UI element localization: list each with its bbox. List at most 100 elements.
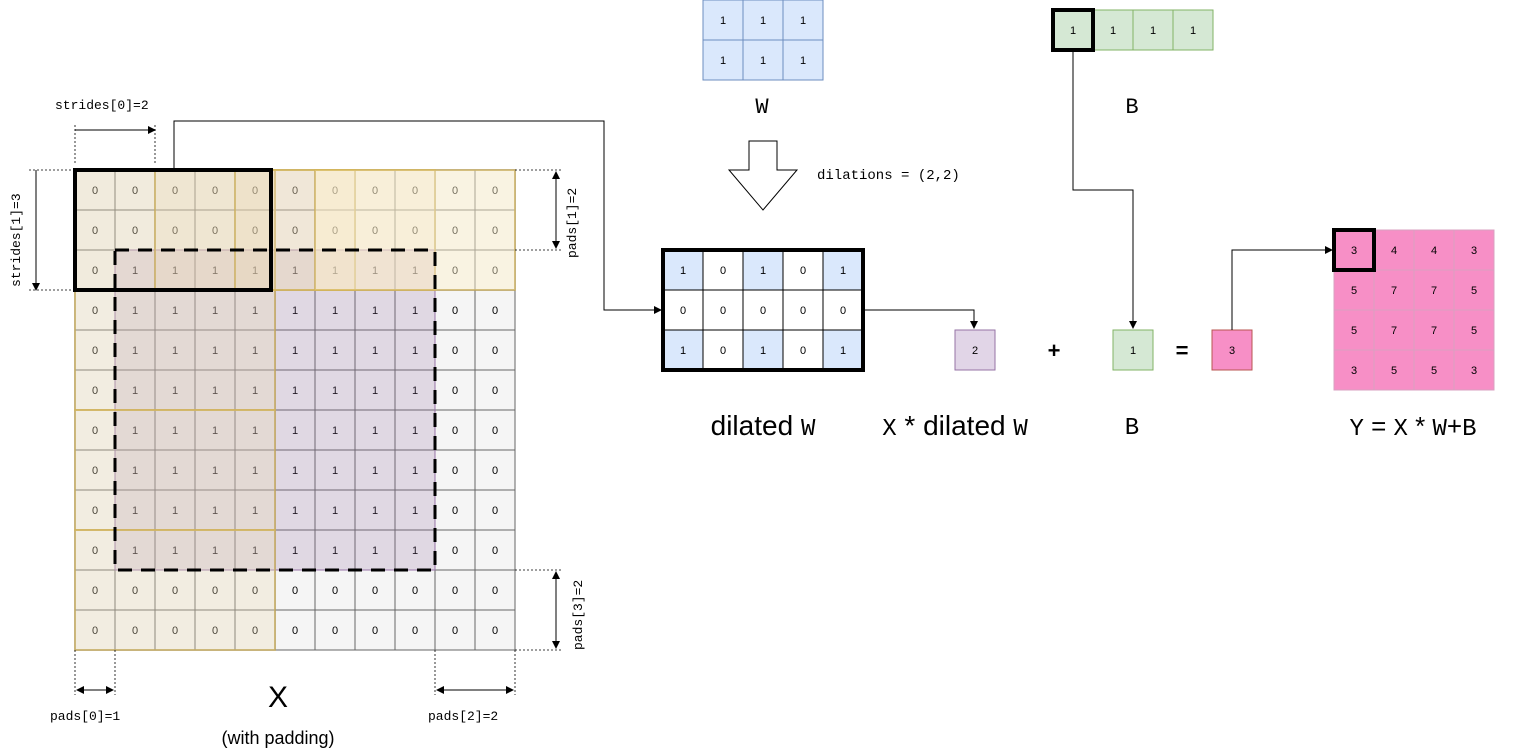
- w-cell-value: 1: [760, 55, 766, 67]
- x-cell-value: 1: [172, 305, 178, 317]
- x-cell-value: 0: [492, 625, 498, 637]
- x-cell-value: 0: [452, 305, 458, 317]
- x-cell: [314, 329, 356, 371]
- x-cell-value: 1: [412, 385, 418, 397]
- w-label: W: [755, 95, 769, 120]
- w-cell-value: 1: [800, 15, 806, 27]
- x-cell-value: 0: [492, 265, 498, 277]
- x-cell: [154, 329, 196, 371]
- x-cell-value: 0: [212, 625, 218, 637]
- window-overlay-3: [234, 169, 436, 291]
- x-cell-value: 1: [292, 505, 298, 517]
- x-cell-value: 0: [92, 425, 98, 437]
- window-overlay-2: [154, 169, 356, 291]
- product-label-star: *: [897, 410, 923, 441]
- x-cell-value: 1: [132, 425, 138, 437]
- x-cell: [154, 569, 196, 611]
- product-value: 2: [972, 345, 978, 357]
- x-cell-value: 1: [212, 545, 218, 557]
- x-cell-value: 0: [452, 465, 458, 477]
- plus-sign: +: [1048, 338, 1061, 363]
- x-cell-value: 0: [452, 545, 458, 557]
- x-cell-value: 0: [332, 625, 338, 637]
- x-cell: [194, 489, 236, 531]
- dilated-w-cell-value: 0: [720, 305, 726, 317]
- y-label-y: Y: [1349, 416, 1363, 443]
- x-cell: [274, 209, 316, 251]
- x-cell: [154, 449, 196, 491]
- x-cell-value: 0: [452, 345, 458, 357]
- x-cell-value: 0: [492, 505, 498, 517]
- y-cell-value: 5: [1471, 285, 1477, 297]
- x-cell-value: 0: [132, 225, 138, 237]
- y-cell-value: 5: [1351, 325, 1357, 337]
- x-cell: [354, 449, 396, 491]
- b-cell-value: 1: [1190, 25, 1196, 37]
- x-cell-value: 1: [132, 545, 138, 557]
- x-cell-value: 0: [492, 465, 498, 477]
- x-cell: [194, 449, 236, 491]
- x-cell-value: 0: [252, 225, 258, 237]
- x-cell-value: 0: [172, 225, 178, 237]
- x-cell-value: 1: [212, 385, 218, 397]
- x-cell: [354, 409, 396, 451]
- x-cell-value: 0: [92, 185, 98, 197]
- x-cell-value: 1: [132, 265, 138, 277]
- x-cell-value: 1: [212, 425, 218, 437]
- x-cell-value: 0: [92, 465, 98, 477]
- dilated-w-cell-value: 0: [800, 345, 806, 357]
- x-cell-value: 1: [372, 505, 378, 517]
- x-cell-value: 1: [252, 545, 258, 557]
- y-cell-value: 5: [1391, 365, 1397, 377]
- b-cell-value: 1: [1070, 25, 1076, 37]
- dilated-w-cell: [742, 329, 784, 371]
- x-cell-value: 1: [132, 305, 138, 317]
- pads0-annotation: pads[0]=1: [50, 650, 120, 724]
- x-cell-value: 1: [332, 385, 338, 397]
- x-cell-value: 0: [452, 505, 458, 517]
- x-cell-value: 1: [252, 305, 258, 317]
- y-cell-value: 3: [1471, 365, 1477, 377]
- y-cell-value: 7: [1431, 285, 1437, 297]
- equals-sign: =: [1176, 338, 1189, 363]
- dilated-w-label-text: dilated: [711, 410, 801, 441]
- y-label-w: W: [1433, 416, 1448, 443]
- y-cell: [1453, 349, 1495, 391]
- dilated-w-label-var: W: [801, 416, 816, 443]
- x-cell-value: 0: [92, 225, 98, 237]
- bias-cell: [1112, 329, 1154, 371]
- x-cell-value: 1: [332, 265, 338, 277]
- x-cell-value: 0: [172, 185, 178, 197]
- x-cell-value: 1: [212, 265, 218, 277]
- result-cell: [1211, 329, 1253, 371]
- x-cell-value: 1: [172, 265, 178, 277]
- dilated-w-border: [661, 248, 865, 372]
- x-cell: [234, 209, 276, 251]
- x-cell-value: 0: [452, 185, 458, 197]
- dilated-w-cell-value: 1: [840, 265, 846, 277]
- x-cell-value: 1: [292, 425, 298, 437]
- x-cell: [194, 289, 236, 331]
- x-cell-value: 0: [332, 225, 338, 237]
- x-cell-value: 0: [412, 185, 418, 197]
- x-cell-value: 0: [132, 625, 138, 637]
- x-cell-value: 0: [132, 585, 138, 597]
- x-cell-value: 0: [372, 585, 378, 597]
- x-cell-value: 0: [92, 305, 98, 317]
- x-cell-value: 1: [212, 505, 218, 517]
- window-overlay-5: [74, 289, 276, 411]
- x-cell-value: 0: [492, 545, 498, 557]
- x-cell-value: 0: [292, 185, 298, 197]
- x-cell: [274, 609, 316, 651]
- y-cell: [1453, 229, 1495, 271]
- x-cell-value: 1: [252, 425, 258, 437]
- x-cell: [314, 169, 356, 211]
- x-cell-value: 0: [372, 225, 378, 237]
- result-to-y-connector: [1231, 246, 1333, 330]
- x-cell-value: 1: [372, 425, 378, 437]
- x-cell-value: 1: [172, 385, 178, 397]
- x-input-grid: 0 0 0 0 0 0 0 0 0 0 0 0 0 0 0 0 0 0 0 0 0 0 0 1 1 1 1 1 1 1 1 0 0 0 1 1 1 1 1 1…: [74, 169, 516, 651]
- x-cell-value: 0: [452, 265, 458, 277]
